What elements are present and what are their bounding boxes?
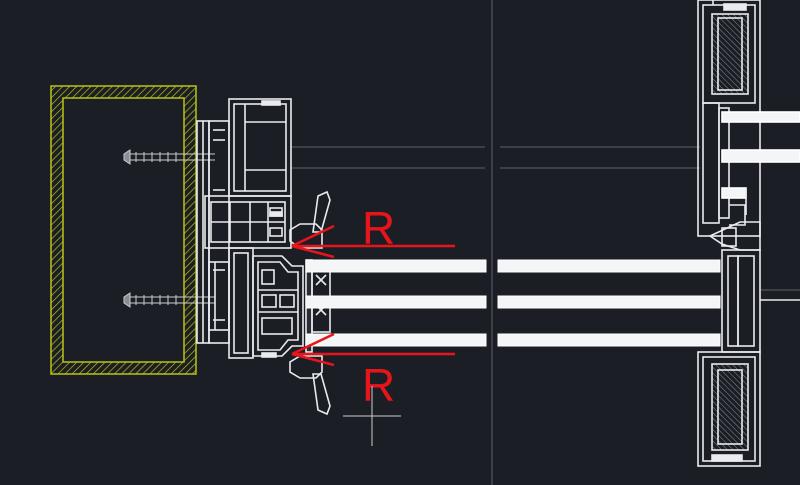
glass-pane: [305, 333, 487, 347]
glass-pane: [305, 295, 487, 309]
arrow-bottom: [291, 332, 455, 367]
glass-pane: [721, 149, 800, 163]
wall-section: [50, 85, 197, 375]
radius-label-top: R: [362, 202, 395, 254]
glass-pane: [305, 259, 487, 273]
crosshair-icon: [343, 386, 401, 446]
anchor-screw: [123, 292, 215, 308]
guide-lines: [290, 0, 800, 485]
radius-label-bottom: R: [362, 359, 395, 411]
anchor-screw: [123, 149, 215, 165]
right-frame-profile: [697, 0, 800, 467]
arrow-top: [291, 224, 455, 259]
external-fins: [312, 190, 331, 416]
glass-pane: [497, 259, 721, 273]
glass-pane: [497, 295, 721, 309]
annotations: [291, 224, 455, 367]
anchor-screws: [123, 149, 215, 308]
glass-pane: [721, 111, 800, 123]
triple-glazing: [305, 259, 721, 347]
glass-pane: [721, 187, 747, 199]
glass-pane: [497, 333, 721, 347]
